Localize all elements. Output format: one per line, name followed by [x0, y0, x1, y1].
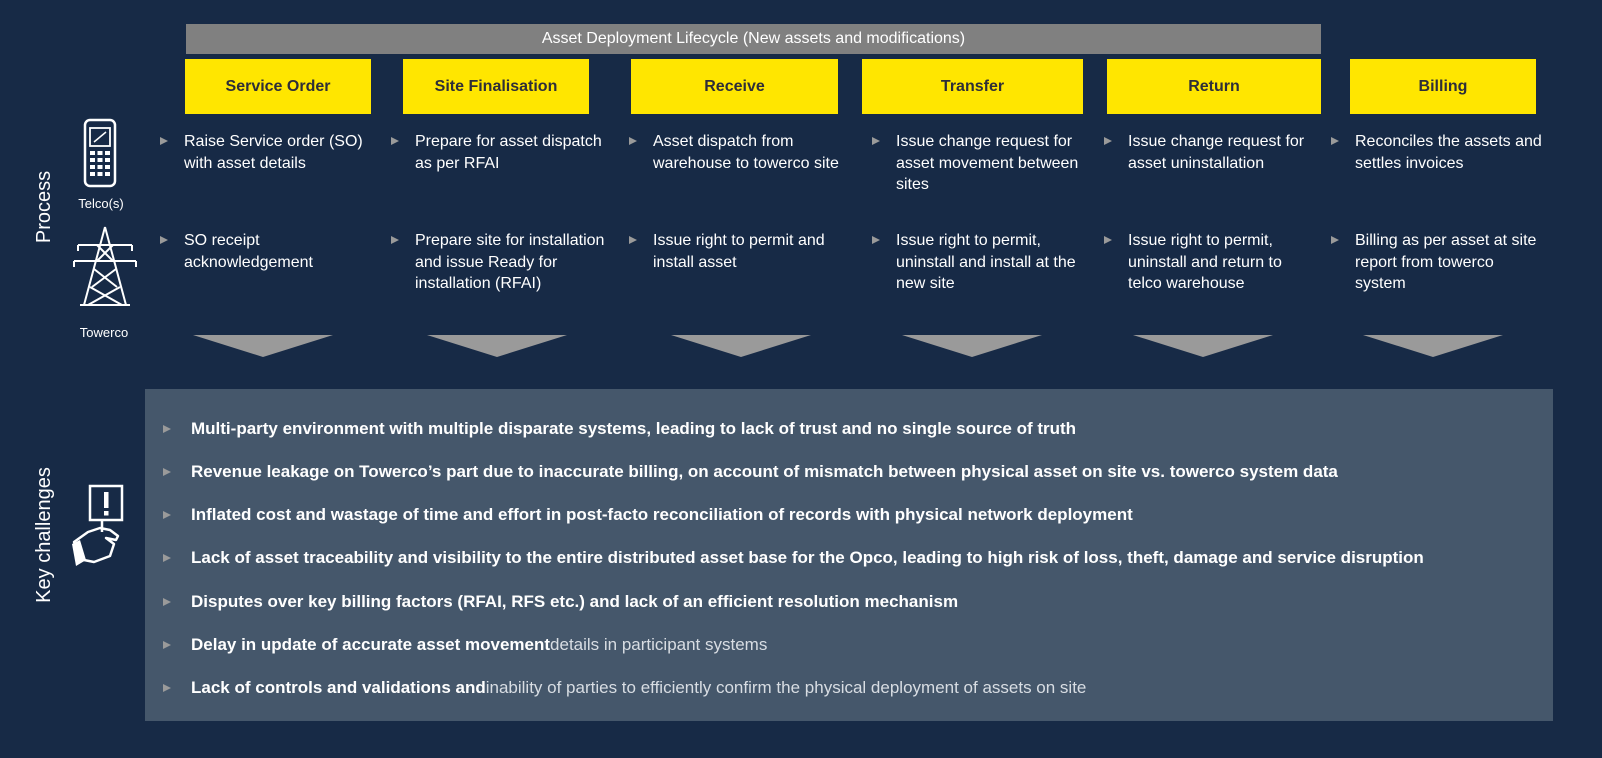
transmission-tower-icon [70, 225, 140, 312]
hand-warning-icon [70, 484, 124, 575]
challenge-item: Lack of controls and validations and ina… [163, 678, 1086, 698]
down-chevron-icon [193, 335, 333, 357]
bullet-arrow-icon [629, 137, 637, 145]
bullet-arrow-icon [160, 137, 168, 145]
challenge-item: Revenue leakage on Towerco’s part due to… [163, 462, 1338, 482]
bullet-arrow-icon [1104, 137, 1112, 145]
towerco-step-return: Issue right to permit, uninstall and ret… [1104, 230, 1319, 295]
telco-step-site-finalisation: Prepare for asset dispatch as per RFAI [391, 131, 606, 174]
stage-header-receive: Receive [631, 59, 838, 114]
bullet-arrow-icon [391, 137, 399, 145]
stage-header-service-order: Service Order [185, 59, 371, 114]
bullet-arrow-icon [1104, 236, 1112, 244]
stage-header-billing: Billing [1350, 59, 1536, 114]
bullet-arrow-icon [163, 468, 171, 476]
bullet-arrow-icon [160, 236, 168, 244]
towerco-step-transfer: Issue right to permit, uninstall and ins… [872, 230, 1087, 295]
process-section-label: Process [33, 170, 55, 244]
mobile-phone-icon [83, 118, 117, 193]
towerco-label: Towerco [79, 325, 129, 340]
bullet-arrow-icon [872, 236, 880, 244]
bullet-arrow-icon [872, 137, 880, 145]
stage-header-return: Return [1107, 59, 1321, 114]
towerco-step-billing: Billing as per asset at site report from… [1331, 230, 1546, 295]
bullet-arrow-icon [1331, 236, 1339, 244]
lifecycle-banner: Asset Deployment Lifecycle (New assets a… [186, 24, 1321, 54]
stage-header-site-finalisation: Site Finalisation [403, 59, 589, 114]
towerco-step-site-finalisation: Prepare site for installation and issue … [391, 230, 606, 295]
bullet-arrow-icon [163, 511, 171, 519]
key-challenges-panel [145, 389, 1553, 721]
challenge-item: Lack of asset traceability and visibilit… [163, 548, 1424, 568]
stage-header-transfer: Transfer [862, 59, 1083, 114]
bullet-arrow-icon [163, 554, 171, 562]
bullet-arrow-icon [629, 236, 637, 244]
down-chevron-icon [1133, 335, 1273, 357]
telco-label: Telco(s) [78, 196, 124, 211]
down-chevron-icon [427, 335, 567, 357]
telco-step-billing: Reconciles the assets and settles invoic… [1331, 131, 1546, 174]
towerco-step-receive: Issue right to permit and install asset [629, 230, 844, 273]
challenge-item: Disputes over key billing factors (RFAI,… [163, 592, 958, 612]
bullet-arrow-icon [1331, 137, 1339, 145]
challenge-item: Delay in update of accurate asset moveme… [163, 635, 767, 655]
bullet-arrow-icon [163, 598, 171, 606]
telco-step-service-order: Raise Service order (SO) with asset deta… [160, 131, 375, 174]
telco-step-return: Issue change request for asset uninstall… [1104, 131, 1319, 174]
challenge-item: Inflated cost and wastage of time and ef… [163, 505, 1133, 525]
down-chevron-icon [902, 335, 1042, 357]
bullet-arrow-icon [163, 425, 171, 433]
bullet-arrow-icon [391, 236, 399, 244]
down-chevron-icon [671, 335, 811, 357]
bullet-arrow-icon [163, 684, 171, 692]
towerco-step-service-order: SO receipt acknowledgement [160, 230, 375, 273]
telco-step-transfer: Issue change request for asset movement … [872, 131, 1087, 196]
down-chevron-icon [1363, 335, 1503, 357]
telco-step-receive: Asset dispatch from warehouse to towerco… [629, 131, 844, 174]
key-challenges-section-label: Key challenges [33, 467, 55, 603]
bullet-arrow-icon [163, 641, 171, 649]
challenge-item: Multi-party environment with multiple di… [163, 419, 1076, 439]
